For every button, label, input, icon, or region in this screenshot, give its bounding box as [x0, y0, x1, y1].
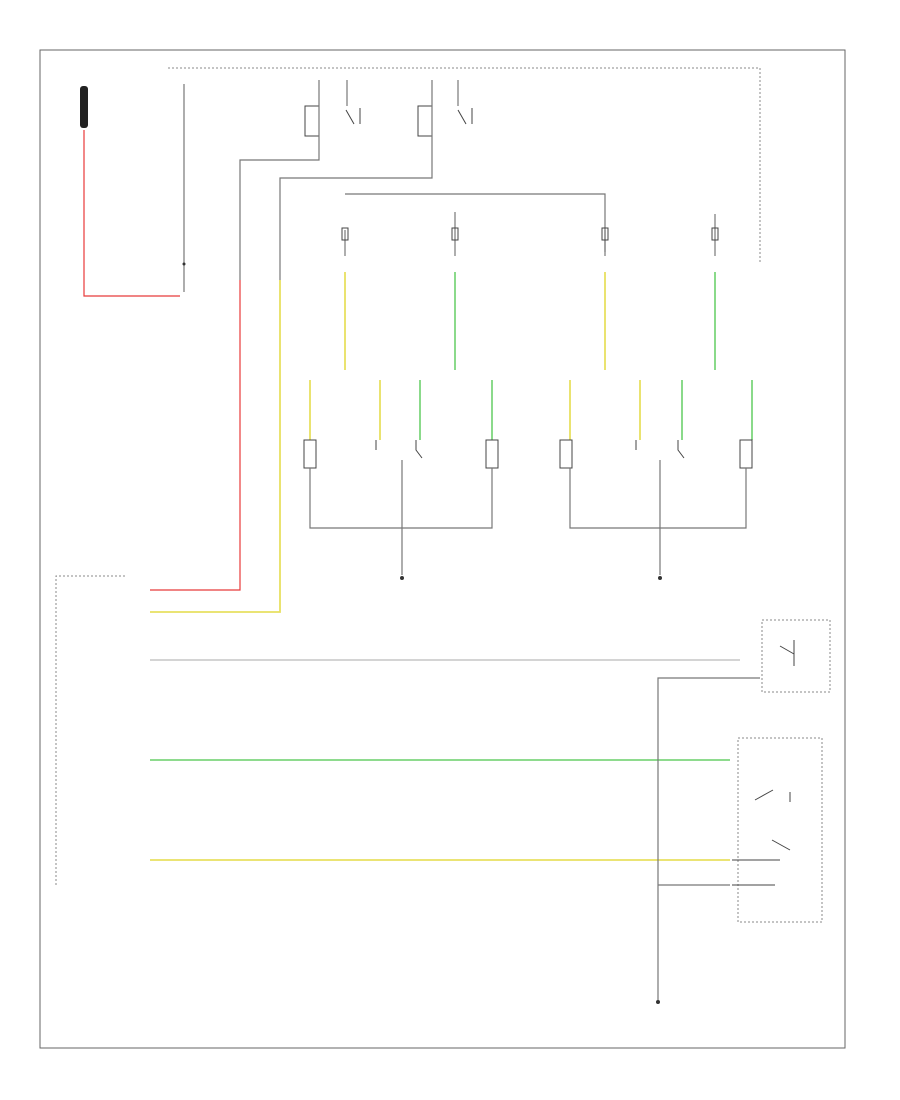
fuse-block-border: [168, 67, 761, 262]
headlamp-switch-border: [761, 619, 831, 693]
fuse-icon: [80, 86, 88, 128]
multifunction-switch-border: [737, 737, 823, 923]
left-headlamp-high-icon: [375, 440, 423, 459]
body-control-module-border: [55, 575, 125, 886]
relay-2-icon: [417, 105, 473, 137]
left-ground-bus: [309, 460, 493, 575]
headlamp-bus: [345, 193, 606, 252]
battery-feed-wire: [83, 130, 180, 297]
right-headlamp-high-icon: [635, 440, 685, 459]
relay-control-wire-1: [150, 280, 241, 591]
headlamp-switch-icon: [779, 640, 795, 666]
right-ground-bus: [569, 460, 747, 575]
left-headlamp-low-icon: [303, 439, 317, 469]
switch-ground-wire: [657, 677, 760, 1000]
relay-control-wire-2: [150, 280, 281, 613]
left-headlamp-inner-icon: [485, 439, 499, 469]
right-headlamp-inner-icon: [739, 439, 753, 469]
splice-node: [182, 262, 186, 266]
diagram-frame: [39, 49, 846, 1049]
fuses-row: [341, 212, 719, 256]
relay-1-icon: [304, 105, 361, 137]
right-headlamp-low-icon: [559, 439, 573, 469]
multifunction-switch-icon: [732, 789, 791, 886]
relay-1-feed: [239, 80, 320, 280]
relay-2-feed: [279, 80, 433, 280]
